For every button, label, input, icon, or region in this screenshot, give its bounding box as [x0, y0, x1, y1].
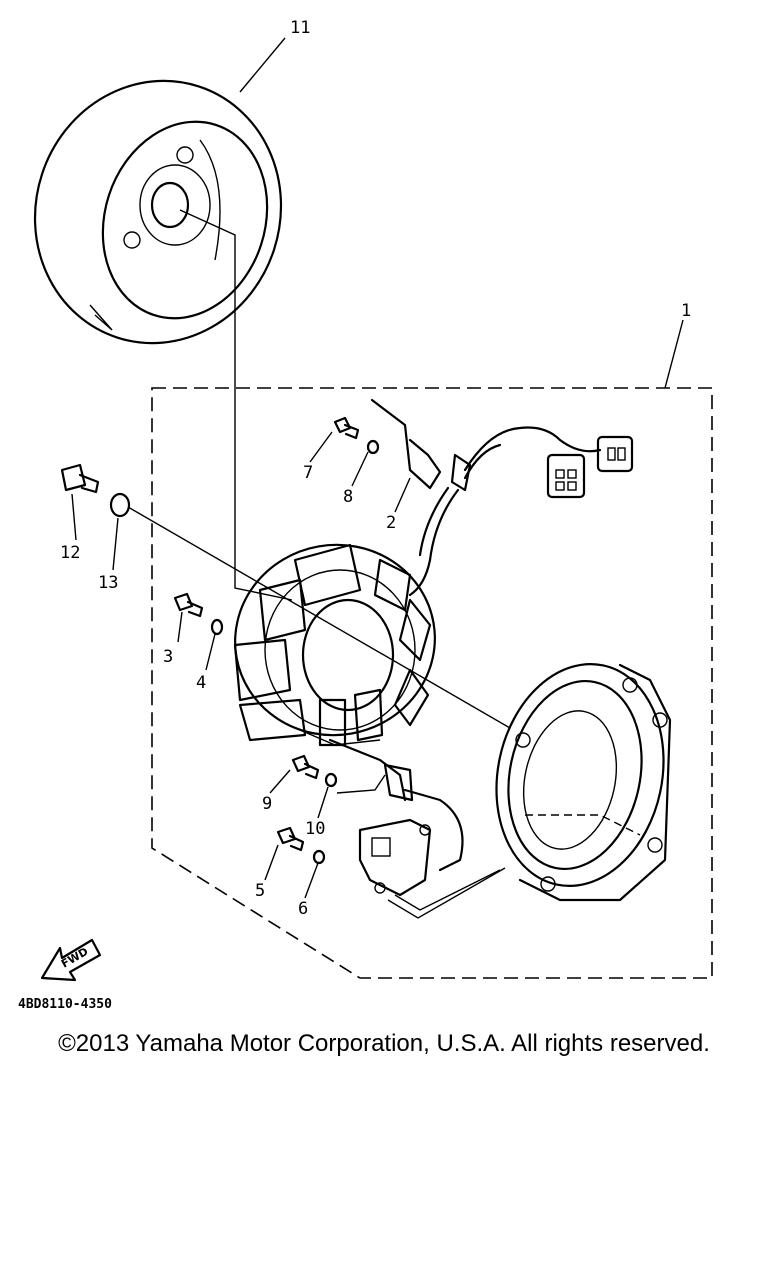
washer-4: [210, 618, 224, 636]
screw-9: [291, 754, 320, 780]
callout-13: 13: [98, 573, 118, 593]
callout-1: 1: [681, 301, 691, 321]
callout-4: 4: [196, 673, 206, 693]
generator-cover: [495, 663, 672, 902]
callout-8: 8: [343, 487, 353, 507]
stator: [233, 543, 436, 747]
wire-harness: [370, 398, 634, 597]
fwd-label: FWD: [59, 945, 90, 971]
bolt-12: [60, 463, 100, 494]
callout-2: 2: [386, 513, 396, 533]
callout-10: 10: [305, 819, 325, 839]
copyright-notice: ©2013 Yamaha Motor Corporation, U.S.A. A…: [58, 1030, 710, 1057]
screw-5: [276, 826, 305, 852]
parts-diagram: 11 1 2 3 4 5 6 7 8 9 10 12 13 FWD 4BD811…: [18, 18, 713, 1012]
rotor-assembly: [33, 79, 283, 345]
callout-9: 9: [262, 794, 272, 814]
diagram-code: 4BD8110-4350: [18, 997, 112, 1012]
screw-7: [333, 416, 360, 440]
screw-3: [173, 592, 204, 618]
pickup-coil: [328, 738, 501, 911]
washer-8: [366, 439, 380, 455]
washer-6: [312, 849, 326, 865]
washer-13: [109, 492, 131, 518]
callout-3: 3: [163, 647, 173, 667]
callout-6: 6: [298, 899, 308, 919]
kit-boundary: [151, 387, 713, 979]
callout-5: 5: [255, 881, 265, 901]
callout-11: 11: [290, 18, 310, 38]
washer-10: [324, 772, 338, 788]
fwd-arrow: FWD: [40, 938, 102, 982]
callout-12: 12: [60, 543, 80, 563]
callout-7: 7: [303, 463, 313, 483]
leader-lines: [71, 37, 684, 919]
